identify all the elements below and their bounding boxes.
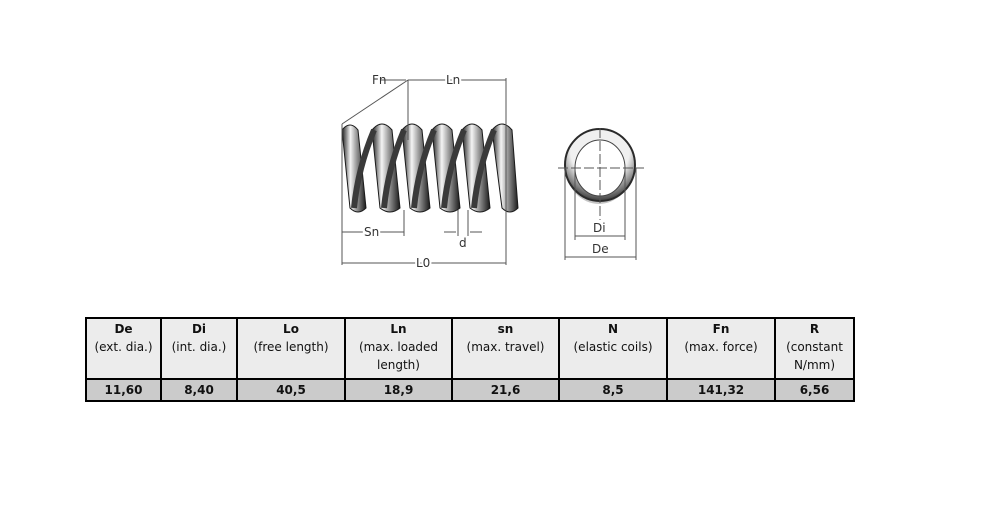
value-cell-lo: 40,5	[236, 378, 346, 402]
spring-end-view: Di De	[558, 128, 644, 260]
di-label: Di	[593, 221, 606, 235]
spring-coils	[341, 123, 519, 213]
de-label: De	[592, 242, 609, 256]
header-cell-n: N(elastic coils)	[558, 317, 668, 380]
value-cell-r: 6,56	[774, 378, 855, 402]
value-cell-sn: 21,6	[451, 378, 560, 402]
dimension-lines	[341, 78, 507, 265]
header-cell-di: Di(int. dia.)	[160, 317, 238, 380]
fn-label: Fn	[372, 73, 387, 87]
table-header-row: De(ext. dia.) Di(int. dia.) Lo(free leng…	[85, 317, 855, 380]
compression-spring-side-view: Fn Ln Sn d L0 Di De	[341, 71, 644, 270]
sn-label: Sn	[364, 225, 379, 239]
value-cell-ln: 18,9	[344, 378, 453, 402]
spring-spec-table: De(ext. dia.) Di(int. dia.) Lo(free leng…	[85, 317, 855, 402]
value-cell-di: 8,40	[160, 378, 238, 402]
ln-label: Ln	[446, 73, 460, 87]
header-cell-sn: sn(max. travel)	[451, 317, 560, 380]
table-row: 11,60 8,40 40,5 18,9 21,6 8,5 141,32 6,5…	[85, 378, 855, 402]
header-cell-fn: Fn(max. force)	[666, 317, 776, 380]
d-label: d	[459, 236, 467, 250]
value-cell-fn: 141,32	[666, 378, 776, 402]
header-cell-ln: Ln(max. loaded length)	[344, 317, 453, 380]
header-cell-lo: Lo(free length)	[236, 317, 346, 380]
value-cell-de: 11,60	[85, 378, 162, 402]
spring-diagram: Fn Ln Sn d L0 Di De	[330, 60, 660, 270]
value-cell-n: 8,5	[558, 378, 668, 402]
l0-label: L0	[416, 256, 430, 270]
header-cell-de: De(ext. dia.)	[85, 317, 162, 380]
header-cell-r: R(constant N/mm)	[774, 317, 855, 380]
